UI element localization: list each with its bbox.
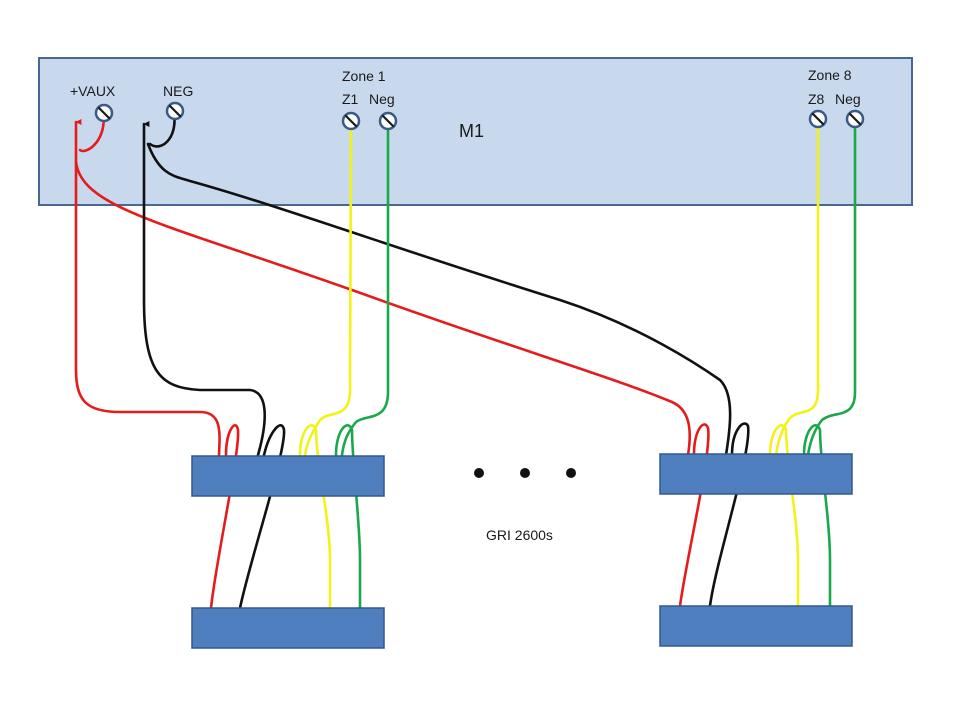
panel-name: M1 xyxy=(459,121,484,141)
terminal-neg xyxy=(165,101,185,121)
terminal-zone1-positive xyxy=(341,111,361,131)
detectors-label: GRI 2600s xyxy=(486,527,553,543)
zone8-positive-label: Z8 xyxy=(808,91,825,107)
ellipsis-dots xyxy=(474,468,576,478)
zone8-negative-label: Neg xyxy=(835,91,861,107)
detector-left-top xyxy=(191,455,385,497)
zone1-positive-label: Z1 xyxy=(342,91,359,107)
terminal-zone8-positive xyxy=(808,109,828,129)
detector-left-bottom xyxy=(191,607,385,649)
zone1-negative-label: Neg xyxy=(369,91,395,107)
black-wires xyxy=(142,110,750,610)
aux-negative-label: NEG xyxy=(163,83,193,99)
terminal-zone1-negative xyxy=(378,111,398,131)
red-wires xyxy=(74,114,710,610)
zone8-title: Zone 8 xyxy=(808,67,852,83)
detector-right-bottom xyxy=(659,605,853,647)
terminal-vaux xyxy=(94,103,114,123)
detector-right-top xyxy=(659,453,853,495)
green-wires xyxy=(334,122,857,610)
yellow-wires xyxy=(298,122,820,610)
terminal-zone8-negative xyxy=(845,109,865,129)
vaux-positive-label: +VAUX xyxy=(70,83,116,99)
zone1-title: Zone 1 xyxy=(342,68,386,84)
